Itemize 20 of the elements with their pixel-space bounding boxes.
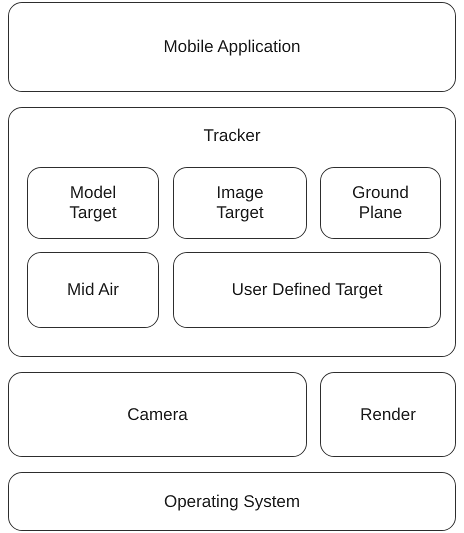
component-box bbox=[320, 167, 441, 239]
component-label: Render bbox=[360, 404, 416, 424]
component-box bbox=[8, 372, 307, 457]
component-box bbox=[173, 167, 307, 239]
component-box bbox=[27, 167, 159, 239]
component-box bbox=[320, 372, 456, 457]
component-box bbox=[173, 252, 441, 328]
component-label: Operating System bbox=[164, 492, 300, 512]
component-label: User Defined Target bbox=[232, 280, 382, 300]
component-box bbox=[27, 252, 159, 328]
component-label: Ground Plane bbox=[351, 183, 410, 223]
component-box bbox=[8, 2, 456, 92]
group-box bbox=[8, 107, 456, 357]
component-label: Model Target bbox=[68, 183, 118, 223]
component-box bbox=[8, 472, 456, 531]
component-label: Mid Air bbox=[67, 280, 119, 300]
component-label: Image Target bbox=[215, 183, 265, 223]
component-label: Camera bbox=[127, 404, 188, 424]
group-title: Tracker bbox=[202, 126, 262, 146]
component-label: Mobile Application bbox=[163, 37, 301, 57]
